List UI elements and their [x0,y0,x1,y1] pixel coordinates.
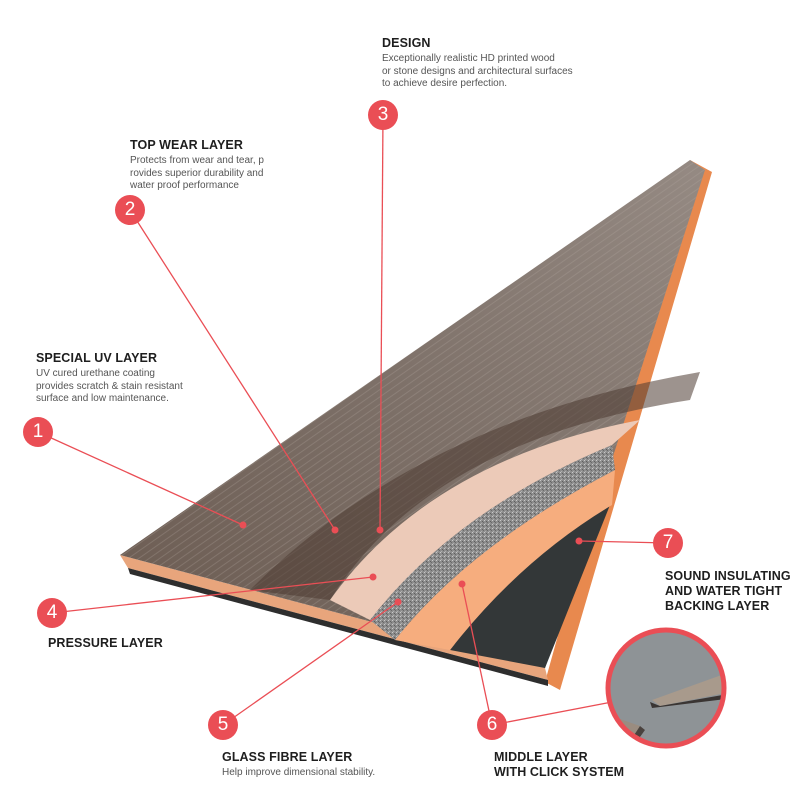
badge-7: 7 [653,528,683,558]
label-special-uv-layer: SPECIAL UV LAYER UV cured urethane coati… [36,351,226,406]
label-title: SPECIAL UV LAYER [36,351,158,365]
badge-3: 3 [368,100,398,130]
label-title: MIDDLE LAYER WITH CLICK SYSTEM [494,750,625,779]
label-description: Help improve dimensional stability. [222,767,376,778]
label-backing-layer: SOUND INSULATING AND WATER TIGHT BACKING… [665,569,800,616]
label-title: PRESSURE LAYER [48,636,163,650]
label-description: UV cured urethane coating provides scrat… [36,368,183,404]
label-title: TOP WEAR LAYER [130,138,243,152]
label-title: SOUND INSULATING AND WATER TIGHT BACKING… [665,569,791,613]
label-description: Exceptionally realistic HD printed wood … [382,53,573,89]
label-description: Protects from wear and tear, p rovides s… [130,155,264,191]
badge-1: 1 [23,417,53,447]
plank-body [120,160,712,690]
click-system-inset [605,627,727,749]
badge-5: 5 [208,710,238,740]
leader-dots [239,521,583,606]
label-top-wear-layer: TOP WEAR LAYER Protects from wear and te… [130,138,300,193]
label-glass-fibre-layer: GLASS FIBRE LAYER Help improve dimension… [222,750,442,780]
label-design: DESIGN Exceptionally realistic HD printe… [382,36,612,91]
badge-4: 4 [37,598,67,628]
label-title: DESIGN [382,36,431,50]
label-title: GLASS FIBRE LAYER [222,750,353,764]
label-middle-layer: MIDDLE LAYER WITH CLICK SYSTEM [494,750,674,782]
label-pressure-layer: PRESSURE LAYER [48,636,228,653]
badge-6: 6 [477,710,507,740]
leader-lines [37,114,669,726]
badge-2: 2 [115,195,145,225]
